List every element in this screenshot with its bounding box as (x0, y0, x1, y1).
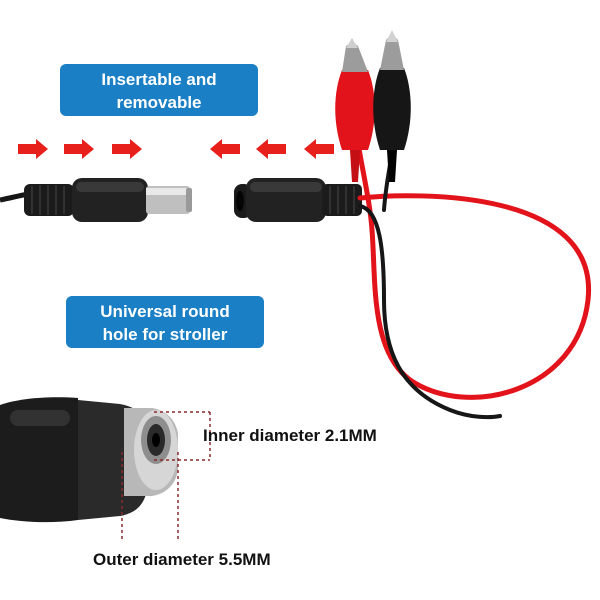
arrow-left-icon (304, 139, 334, 159)
outer-diameter-label: Outer diameter 5.5MM (93, 550, 271, 569)
arrows-right-group (18, 139, 142, 159)
universal-hole-badge: Universal round hole for stroller (66, 296, 264, 348)
insertable-badge-line2: removable (116, 93, 202, 112)
arrow-right-icon (18, 139, 48, 159)
insertable-badge: Insertable and removable (60, 64, 258, 116)
universal-badge-line1: Universal round (100, 302, 230, 321)
arrow-right-icon (112, 139, 142, 159)
arrow-right-icon (64, 139, 94, 159)
universal-badge-line2: hole for stroller (102, 325, 228, 344)
male-dc-plug (0, 178, 192, 222)
arrows-left-group (210, 139, 334, 159)
female-dc-jack (234, 178, 362, 222)
dimension-lines (121, 411, 211, 540)
inner-diameter-label: Inner diameter 2.1MM (203, 426, 377, 445)
plug-closeup (0, 397, 178, 523)
arrow-left-icon (256, 139, 286, 159)
insertable-badge-line1: Insertable and (101, 70, 217, 89)
black-alligator-clip (373, 30, 411, 182)
arrow-left-icon (210, 139, 240, 159)
red-alligator-clip (335, 38, 375, 182)
